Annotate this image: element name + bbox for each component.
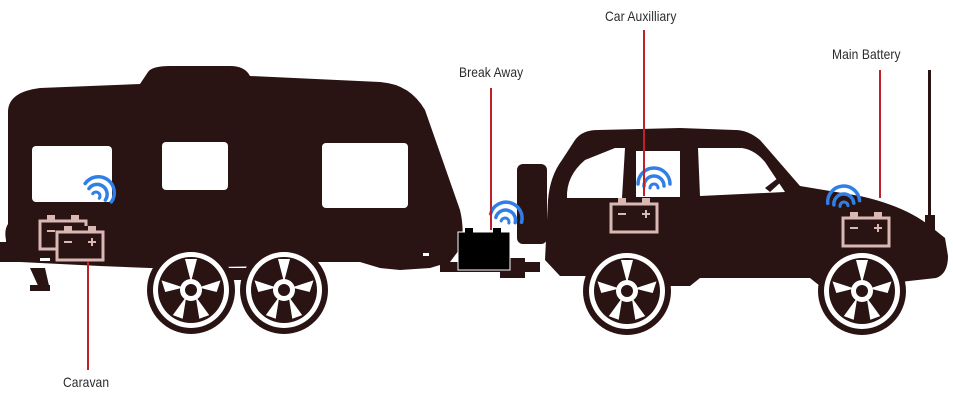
- label-caravan: Caravan: [63, 374, 109, 390]
- break-away-unit: [458, 232, 510, 270]
- car-wheel-front: [818, 247, 906, 335]
- caravan-wheel-rear: [240, 246, 328, 334]
- caravan-window-right: [322, 143, 408, 208]
- battery-icon: [56, 226, 104, 262]
- caravan-window-middle: [162, 142, 228, 190]
- car-wheel-rear: [583, 247, 671, 335]
- caravan-wheel-front: [147, 246, 235, 334]
- label-car-auxiliary: Car Auxilliary: [605, 8, 676, 24]
- label-main-battery: Main Battery: [832, 46, 901, 62]
- label-break-away: Break Away: [459, 64, 523, 80]
